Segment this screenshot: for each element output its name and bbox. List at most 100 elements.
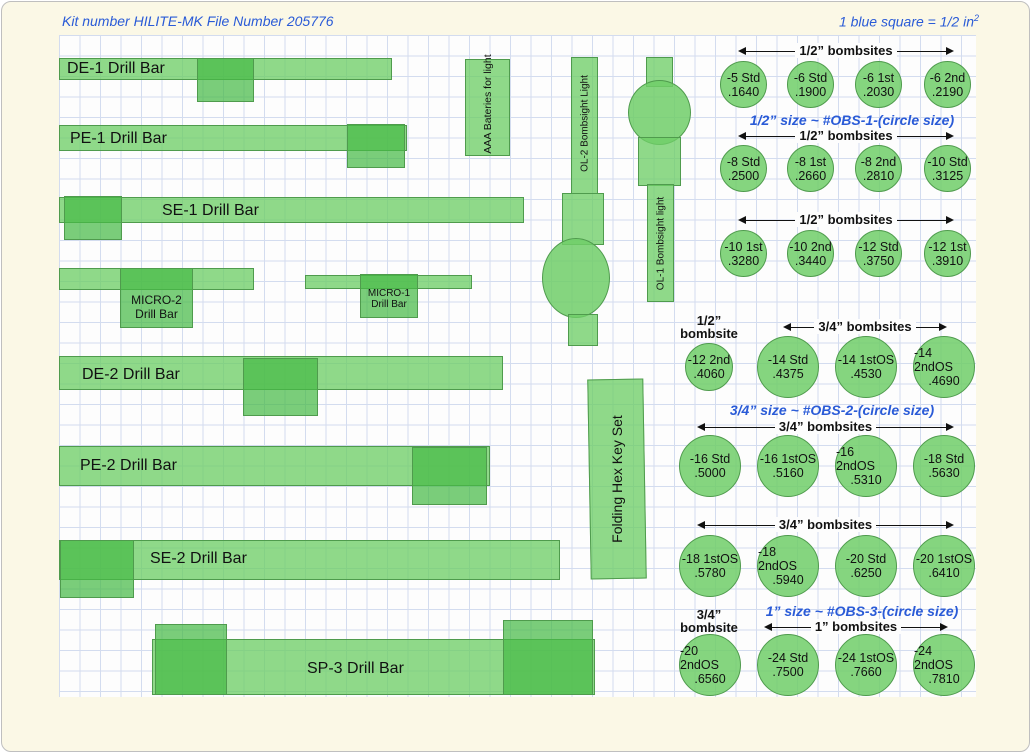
pe2-label: PE-2 Drill Bar	[80, 457, 177, 474]
bombsite-size: .3750	[862, 253, 895, 268]
de2-label: DE-2 Drill Bar	[82, 366, 180, 383]
bombsite-size: .6410	[928, 566, 960, 580]
bombsite-circle: -24 2ndOS.7810	[913, 634, 975, 696]
de2-block	[243, 358, 318, 416]
bombsite-circle: -16 1stOS.5160	[757, 435, 819, 497]
bombsite-size: .7500	[772, 665, 804, 679]
three-quarter-group-label: 3/4” bombsites	[785, 319, 945, 334]
scale-note-text: 1 blue square = 1/2 in	[838, 13, 974, 30]
micro2-label: MICRO-2 Drill Bar	[131, 293, 182, 321]
bombsite-size: .1900	[794, 84, 827, 99]
bombsite-circle: -24 1stOS.7660	[835, 634, 897, 696]
bombsite-size: .4690	[928, 374, 960, 388]
bombsite-circle: -8 2nd.2810	[855, 145, 902, 192]
pe1-block	[347, 124, 405, 168]
bombsite-size: .5780	[694, 566, 726, 580]
bombsite-name: -16 1stOS	[759, 452, 817, 466]
bombsite-name: -14 2ndOS	[914, 346, 953, 374]
three-quarter-group-label: 3/4” bombsites	[699, 517, 952, 532]
bombsite-name: -5 Std	[726, 70, 761, 85]
bombsite-name: -6 2nd	[929, 70, 966, 85]
ol2-label: OL-2 Bombsight Light	[579, 75, 591, 172]
bombsite-circle: -8 Std.2500	[720, 145, 767, 192]
bombsite-name: -16 Std	[689, 452, 731, 466]
bombsite-size: .1640	[727, 84, 760, 99]
half-inch-group-text: 1/2” bombsites	[795, 43, 897, 58]
half-inch-group-label: 1/2” bombsites	[740, 212, 952, 227]
bombsite-size: .3125	[931, 168, 964, 183]
bombsite-size: .2810	[862, 168, 895, 183]
bombsite-name: -12 1st	[928, 239, 967, 254]
obs1-note: 1/2” size ~ #OBS-1-(circle size)	[749, 112, 955, 128]
bombsite-size: .2500	[727, 168, 760, 183]
ol2-upper-body	[571, 57, 598, 194]
bombsite-circle: -14 Std.4375	[757, 336, 819, 398]
bombsite-name: -12 2nd	[687, 353, 731, 367]
bombsite-circle: -20 1stOS.6410	[913, 535, 975, 597]
pe1-label: PE-1 Drill Bar	[70, 130, 167, 147]
three-quarter-group-text: 3/4” bombsites	[774, 517, 877, 532]
bombsite-name: -6 1st	[862, 70, 895, 85]
bombsite-name: -24 Std	[767, 651, 809, 665]
bombsite-circle: -6 2nd.2190	[924, 61, 971, 108]
ol2-head	[542, 238, 610, 318]
bombsite-size: .5630	[928, 466, 960, 480]
scale-note: 1 blue square = 1/2 in2	[839, 13, 979, 30]
three-quarter-single-bottom: bombsite	[680, 620, 738, 635]
bombsite-circle: -12 Std.3750	[855, 230, 902, 277]
bombsite-name: -24 1stOS	[837, 651, 895, 665]
bombsite-circle: -18 Std.5630	[913, 435, 975, 497]
half-inch-single-label: 1/2”bombsite	[674, 314, 744, 340]
bombsite-name: -8 Std	[726, 154, 761, 169]
se2-label: SE-2 Drill Bar	[150, 550, 247, 567]
three-quarter-group-text: 3/4” bombsites	[814, 319, 916, 334]
half-inch-group-text: 1/2” bombsites	[795, 212, 897, 227]
three-quarter-single-top: 3/4”	[696, 607, 722, 622]
three-quarter-group-label: 3/4” bombsites	[699, 419, 952, 434]
bombsite-circle: -24 Std.7500	[757, 634, 819, 696]
bombsite-name: -12 Std	[858, 239, 899, 254]
bombsite-size: .6560	[694, 672, 726, 686]
bombsite-size: .5310	[850, 473, 882, 487]
obs3-note: 1” size ~ #OBS-3-(circle size)	[765, 603, 959, 619]
se1-block	[64, 196, 122, 240]
micro1-block	[360, 274, 418, 318]
obs2-note: 3/4” size ~ #OBS-2-(circle size)	[729, 402, 935, 418]
half-inch-group-label: 1/2” bombsites	[740, 43, 952, 58]
micro2-block	[120, 268, 193, 328]
bombsite-size: .2660	[794, 168, 827, 183]
sp3-block-right	[503, 620, 593, 695]
bombsite-circle: -16 Std.5000	[679, 435, 741, 497]
half-inch-group-text: 1/2” bombsites	[795, 128, 897, 143]
scale-note-superscript: 2	[973, 13, 979, 23]
bombsite-name: -18 1stOS	[681, 552, 739, 566]
micro1-label: MICRO-1 Drill Bar	[367, 288, 411, 310]
bombsite-name: -10 2nd	[789, 239, 832, 254]
bombsite-circle: -10 2nd.3440	[787, 230, 834, 277]
bombsite-name: -20 2ndOS	[680, 644, 719, 672]
three-quarter-group-text: 3/4” bombsites	[774, 419, 877, 434]
bombsite-name: -16 2ndOS	[836, 445, 875, 473]
sp3-label: SP-3 Drill Bar	[307, 660, 404, 677]
bombsite-size: .6250	[850, 566, 882, 580]
bombsite-name: -6 Std	[793, 70, 828, 85]
ol1-neck	[638, 137, 681, 186]
half-inch-group-label: 1/2” bombsites	[740, 128, 952, 143]
one-inch-group-text: 1” bombsites	[810, 619, 902, 634]
bombsite-circle: -6 1st.2030	[855, 61, 902, 108]
de1-label: DE-1 Drill Bar	[67, 60, 165, 77]
bombsite-size: .5160	[772, 466, 804, 480]
de1-block	[197, 58, 254, 102]
bombsite-size: .4060	[693, 367, 725, 381]
bombsite-size: .2030	[862, 84, 895, 99]
bombsite-name: -10 Std	[927, 154, 968, 169]
bombsite-name: -18 Std	[923, 452, 965, 466]
ol2-neck	[562, 193, 604, 245]
bombsite-name: -14 Std	[767, 353, 809, 367]
bombsite-size: .7660	[850, 665, 882, 679]
sp3-block-left	[155, 624, 227, 695]
bombsite-size: .3910	[931, 253, 964, 268]
ol1-label: OL-1 Bombsight light	[655, 196, 667, 291]
half-inch-single-top: 1/2”	[696, 313, 722, 328]
